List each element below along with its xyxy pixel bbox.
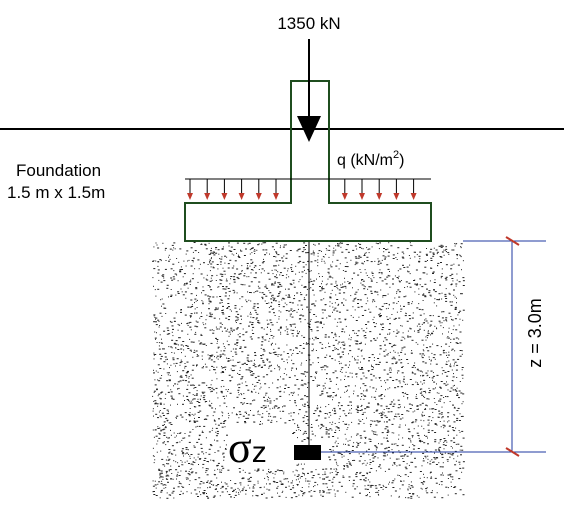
- pressure-arrow: [238, 179, 245, 200]
- pressure-arrow: [221, 179, 228, 200]
- uniform-pressure-arrows: [187, 179, 417, 200]
- pressure-arrow: [410, 179, 417, 200]
- pressure-arrow: [187, 179, 193, 200]
- pressure-arrow: [204, 179, 211, 200]
- pressure-arrow: [359, 179, 365, 200]
- pressure-arrow: [393, 179, 400, 200]
- pressure-arrow: [376, 179, 383, 200]
- load-label: 1350 kN: [277, 14, 340, 33]
- point-load-arrow: [297, 39, 321, 142]
- pressure-arrow: [255, 179, 262, 200]
- pressure-arrow: [273, 179, 279, 200]
- sigma-z-label: σz: [228, 423, 267, 472]
- depth-dimension: [463, 236, 546, 457]
- foundation-size-label: 1.5 m x 1.5m: [7, 183, 105, 202]
- depth-label: z = 3.0m: [525, 298, 545, 368]
- soil-mass: [152, 242, 465, 499]
- stress-point-marker: [294, 445, 321, 460]
- foundation-label: Foundation: [16, 161, 101, 180]
- soil-speckle: [152, 242, 465, 499]
- footing: [184, 202, 432, 242]
- pressure-label: q (kN/m2): [337, 149, 404, 169]
- pressure-arrow: [341, 179, 348, 200]
